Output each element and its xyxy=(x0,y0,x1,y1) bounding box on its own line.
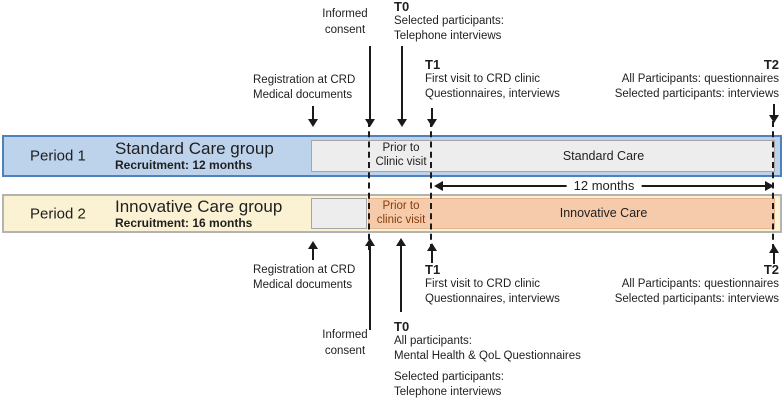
arrow-line xyxy=(312,248,314,260)
arrow-head xyxy=(308,119,318,127)
text-line: consent xyxy=(324,345,366,357)
text-line: All Participants: questionnaires xyxy=(621,73,779,85)
period1-recruitment: Recruitment: 12 months xyxy=(115,158,253,172)
text-line: Selected participants: xyxy=(394,371,504,383)
text-line: All participants: xyxy=(394,335,472,347)
t1-bottom-block: T1 First visit to CRD clinic Questionnai… xyxy=(425,263,560,307)
text-line: Informed xyxy=(322,8,368,20)
period2-group-block: Innovative Care group Recruitment: 16 mo… xyxy=(115,197,282,231)
period2-prior-label: Prior to clinic visit xyxy=(369,199,433,227)
period2-label: Period 2 xyxy=(30,205,86,222)
t1-dashed-line xyxy=(430,121,432,250)
text-line: Medical documents xyxy=(253,279,353,291)
arrow-head xyxy=(427,119,437,127)
t2-top-block: T2 All Participants: questionnaires Sele… xyxy=(579,58,779,102)
period2-band: Period 2 Innovative Care group Recruitme… xyxy=(2,194,782,233)
duration-label: 12 months xyxy=(566,178,642,194)
text-line: Prior to xyxy=(382,142,420,154)
text-line: clinic visit xyxy=(376,214,426,226)
text-line: Telephone interviews xyxy=(394,30,502,42)
t2-bottom-label: T2 xyxy=(763,262,779,277)
text-line: Telephone interviews xyxy=(394,386,502,398)
text-line: First visit to CRD clinic xyxy=(425,278,541,290)
period2-group-title: Innovative Care group xyxy=(115,196,283,216)
t2-bottom-block: T2 All Participants: questionnaires Sele… xyxy=(579,263,779,307)
text-line: consent xyxy=(324,24,366,36)
text-line: Selected participants: xyxy=(394,15,504,27)
informed-consent-bottom-label: Informed consent xyxy=(303,327,387,359)
t1-bottom-label: T1 xyxy=(425,262,441,277)
text-line: Mental Health & QoL Questionnaires xyxy=(394,350,581,362)
period1-group-block: Standard Care group Recruitment: 12 mont… xyxy=(115,139,274,173)
arrow-line xyxy=(369,245,371,330)
arrow-head-right xyxy=(765,181,774,191)
text-line: Registration at CRD xyxy=(253,74,356,86)
period2-pre-box xyxy=(311,198,367,229)
period2-care-label: Innovative Care xyxy=(559,206,648,220)
arrow-head xyxy=(769,115,779,123)
duration-arrow: 12 months xyxy=(434,178,774,194)
t2-top-label: T2 xyxy=(763,57,779,72)
text-line: Prior to xyxy=(382,200,420,212)
arrow-head xyxy=(769,245,779,253)
text-line: Selected participants: interviews xyxy=(614,293,779,305)
period2-recruitment: Recruitment: 16 months xyxy=(115,215,253,230)
text-line: Questionnaires, interviews xyxy=(425,88,560,100)
arrow-line xyxy=(312,106,314,120)
t0-bottom-label: T0 xyxy=(394,319,410,334)
text-line: Informed xyxy=(322,329,368,341)
text-line: Registration at CRD xyxy=(253,264,356,276)
t0-top-block: T0 Selected participants: Telephone inte… xyxy=(394,0,504,44)
arrow-line xyxy=(431,108,433,120)
arrow-head xyxy=(365,119,375,127)
arrow-head xyxy=(397,119,407,127)
arrow-head xyxy=(396,238,406,246)
arrow-line xyxy=(400,245,402,312)
period1-band: Period 1 Standard Care group Recruitment… xyxy=(2,135,782,177)
registration-top-label: Registration at CRD Medical documents xyxy=(253,73,355,103)
arrow-head-left xyxy=(434,181,443,191)
text-line: Clinic visit xyxy=(375,156,427,168)
period1-group-title: Standard Care group xyxy=(115,139,274,158)
arrow-line xyxy=(401,46,403,120)
t0-bottom-block: T0 All participants: Mental Health & QoL… xyxy=(394,319,581,400)
text-line: Medical documents xyxy=(253,89,353,101)
t0-top-label: T0 xyxy=(394,0,410,14)
registration-bottom-label: Registration at CRD Medical documents xyxy=(253,263,355,293)
informed-consent-top-label: Informed consent xyxy=(303,6,387,38)
arrow-line xyxy=(773,104,775,116)
text-line: All Participants: questionnaires xyxy=(621,278,779,290)
arrow-line xyxy=(773,252,775,264)
period1-care-label: Standard Care xyxy=(562,149,645,163)
t1-top-block: T1 First visit to CRD clinic Questionnai… xyxy=(425,58,560,102)
t1-top-label: T1 xyxy=(425,57,441,72)
arrow-head xyxy=(308,241,318,249)
period1-label: Period 1 xyxy=(30,147,86,165)
text-line: Questionnaires, interviews xyxy=(425,293,560,305)
informed-consent-dashed-line xyxy=(368,121,370,250)
period1-prior-label: Prior to Clinic visit xyxy=(369,141,433,169)
period1-care-box xyxy=(311,140,775,172)
arrow-line xyxy=(431,250,433,263)
text-line: First visit to CRD clinic xyxy=(425,73,541,85)
arrow-head xyxy=(427,243,437,251)
text-line: Selected participants: interviews xyxy=(614,88,779,100)
arrow-head xyxy=(365,238,375,246)
arrow-line xyxy=(369,46,371,120)
